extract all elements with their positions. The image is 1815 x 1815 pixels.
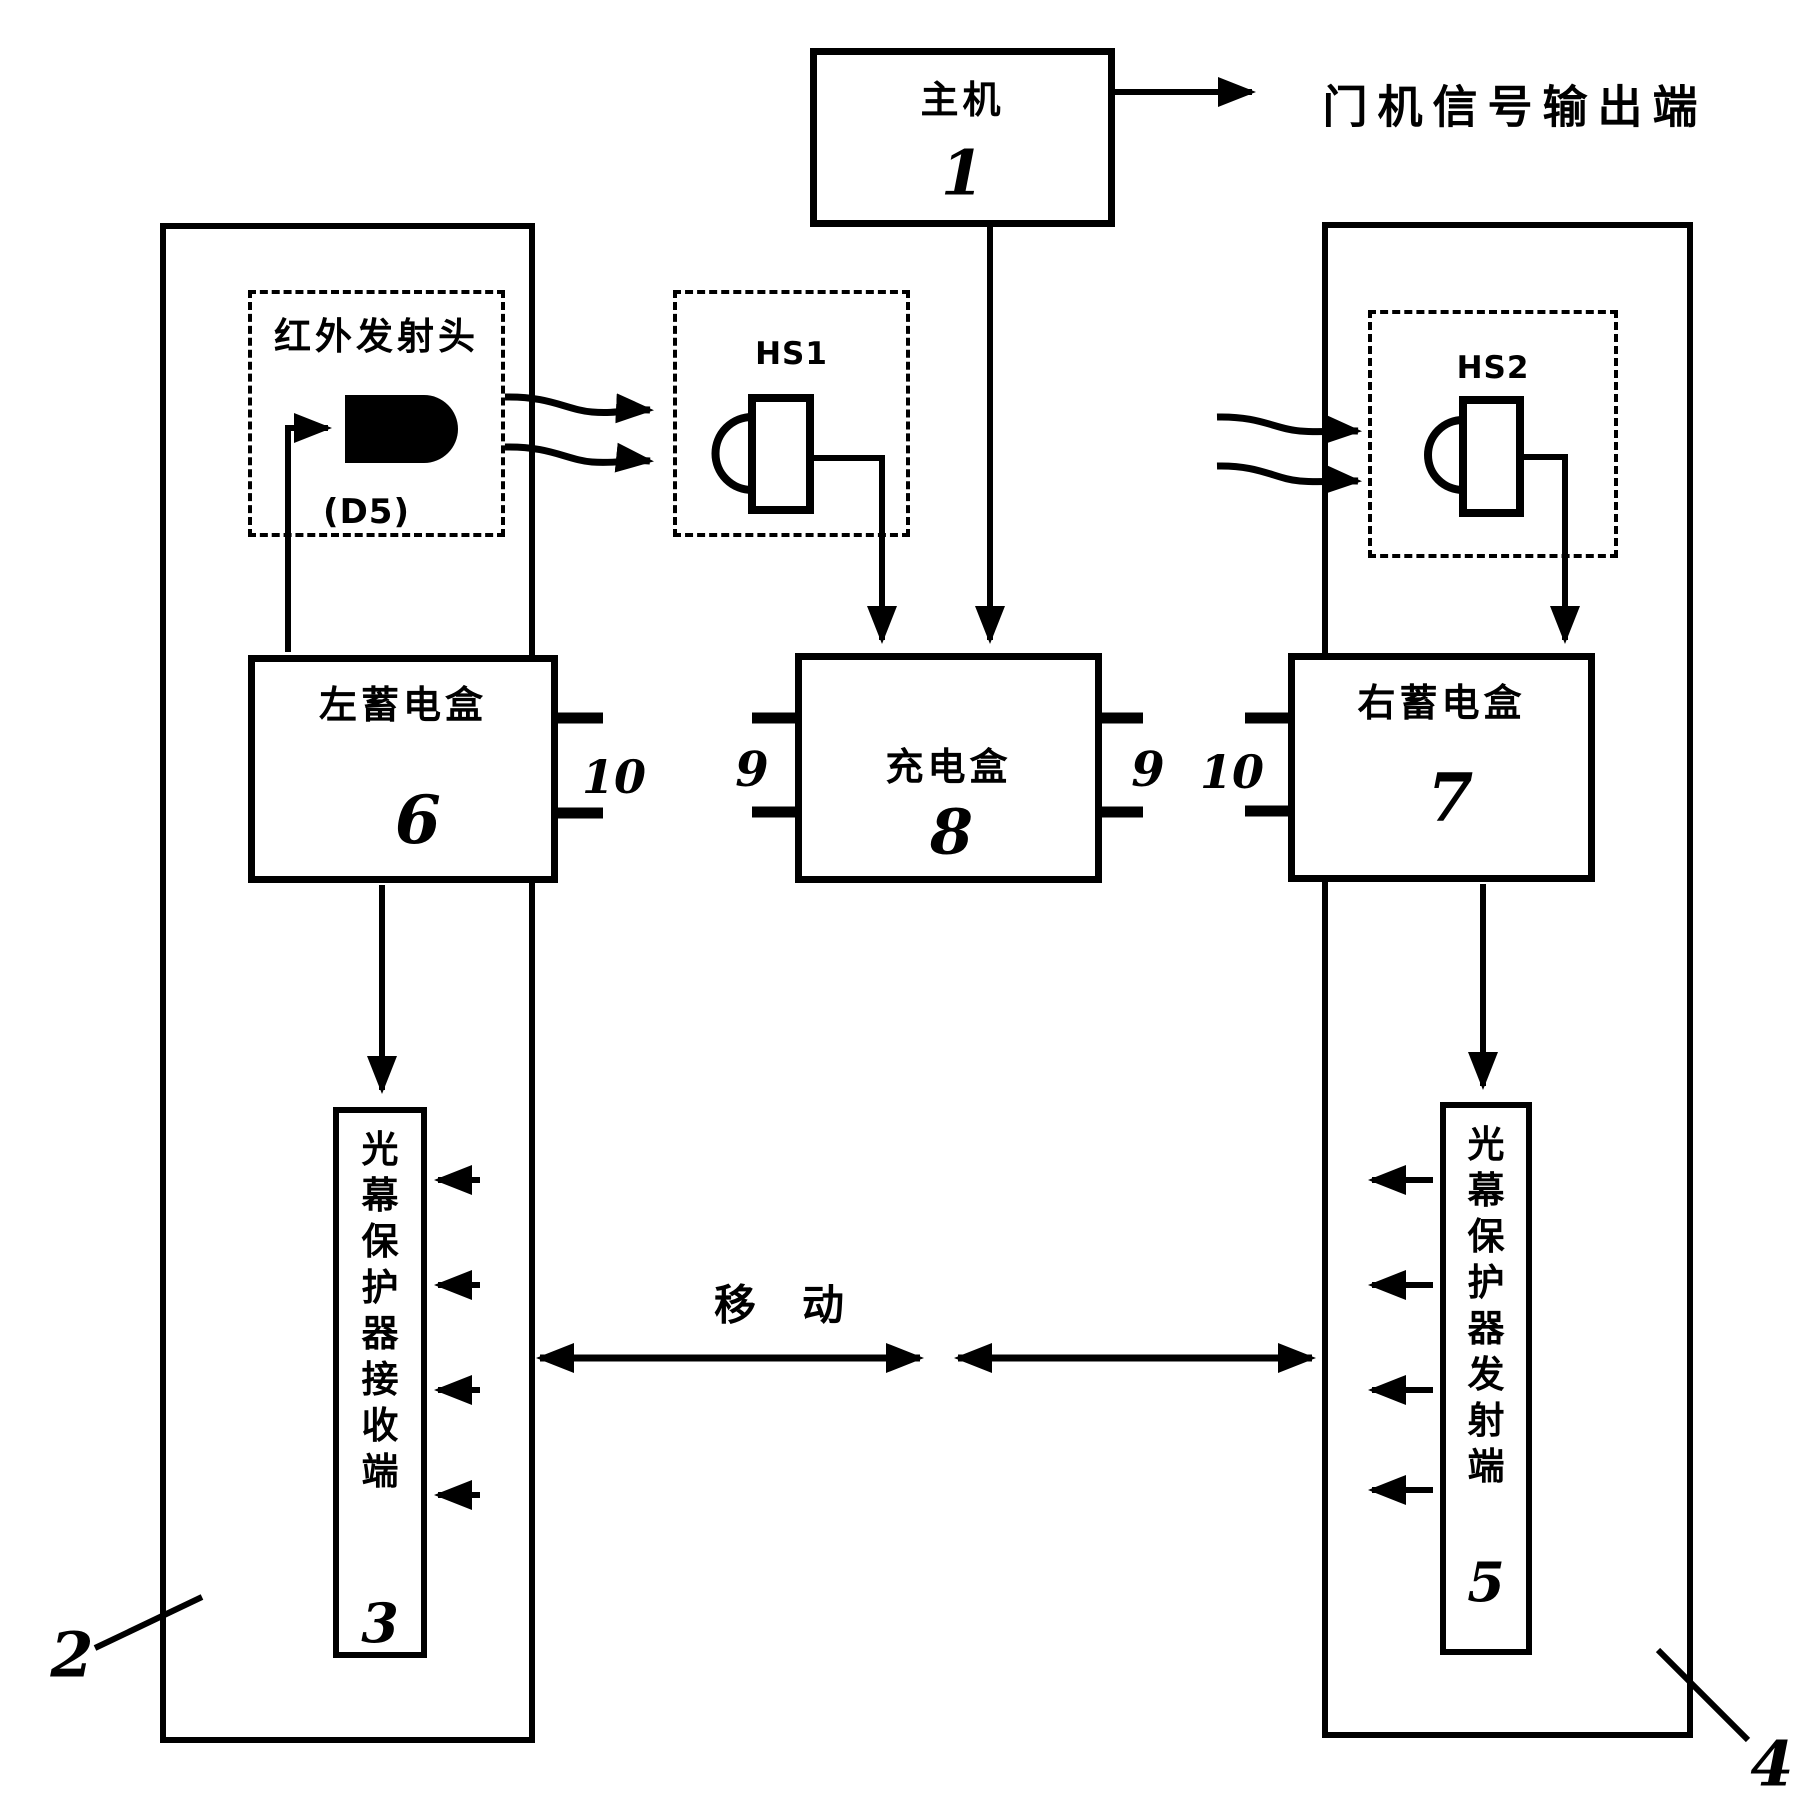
- right-door-number: 4: [1750, 1727, 1794, 1801]
- left-door-panel: [160, 223, 535, 1743]
- hs2-label: HS2: [1456, 350, 1530, 386]
- right-battery-box: 右蓄电盒 7: [1288, 653, 1595, 882]
- ir-emitter-module: 红外发射头 (D5): [248, 290, 505, 537]
- right-door-panel: [1322, 222, 1693, 1738]
- left-battery-label: 左蓄电盒: [318, 683, 488, 727]
- right-battery-number: 7: [1427, 759, 1474, 837]
- door-signal-output-label: 门机信号输出端: [1322, 80, 1708, 134]
- host-box: 主机 1: [810, 48, 1115, 227]
- contact-label-charger-right: 9: [1131, 742, 1165, 798]
- light-curtain-receiver-number: 3: [361, 1591, 399, 1655]
- charging-box-label: 充电盒: [885, 745, 1012, 789]
- right-battery-label: 右蓄电盒: [1357, 681, 1526, 725]
- light-curtain-emitter-number: 5: [1467, 1550, 1505, 1614]
- left-battery-box: 左蓄电盒 6: [248, 655, 558, 883]
- move-label: 移 动: [713, 1280, 847, 1330]
- contact-label-charger-left: 9: [735, 742, 769, 798]
- left-door-number: 2: [50, 1618, 94, 1692]
- light-curtain-emitter-box: 光幕保护器发射端 5: [1440, 1102, 1532, 1655]
- contact-label-right-door: 10: [1199, 745, 1265, 799]
- hs2-sensor-module: HS2: [1368, 310, 1618, 558]
- light-curtain-receiver-label: 光幕保护器接收端: [361, 1128, 399, 1493]
- hs1-label: HS1: [755, 336, 828, 372]
- contact-label-left-door: 10: [581, 750, 647, 804]
- left-battery-number: 6: [394, 781, 441, 859]
- ir-beam-arrows: [504, 393, 1362, 495]
- light-curtain-emitter-label: 光幕保护器发射端: [1467, 1123, 1505, 1488]
- charging-box-number: 8: [929, 795, 973, 869]
- host-label: 主机: [920, 78, 1005, 122]
- ir-diode-label: (D5): [323, 492, 411, 532]
- hs1-sensor-module: HS1: [673, 290, 910, 537]
- light-curtain-receiver-box: 光幕保护器接收端 3: [333, 1107, 427, 1658]
- host-number: 1: [940, 136, 985, 210]
- charging-box: 充电盒 8: [795, 653, 1102, 883]
- ir-emitter-label: 红外发射头: [274, 315, 479, 358]
